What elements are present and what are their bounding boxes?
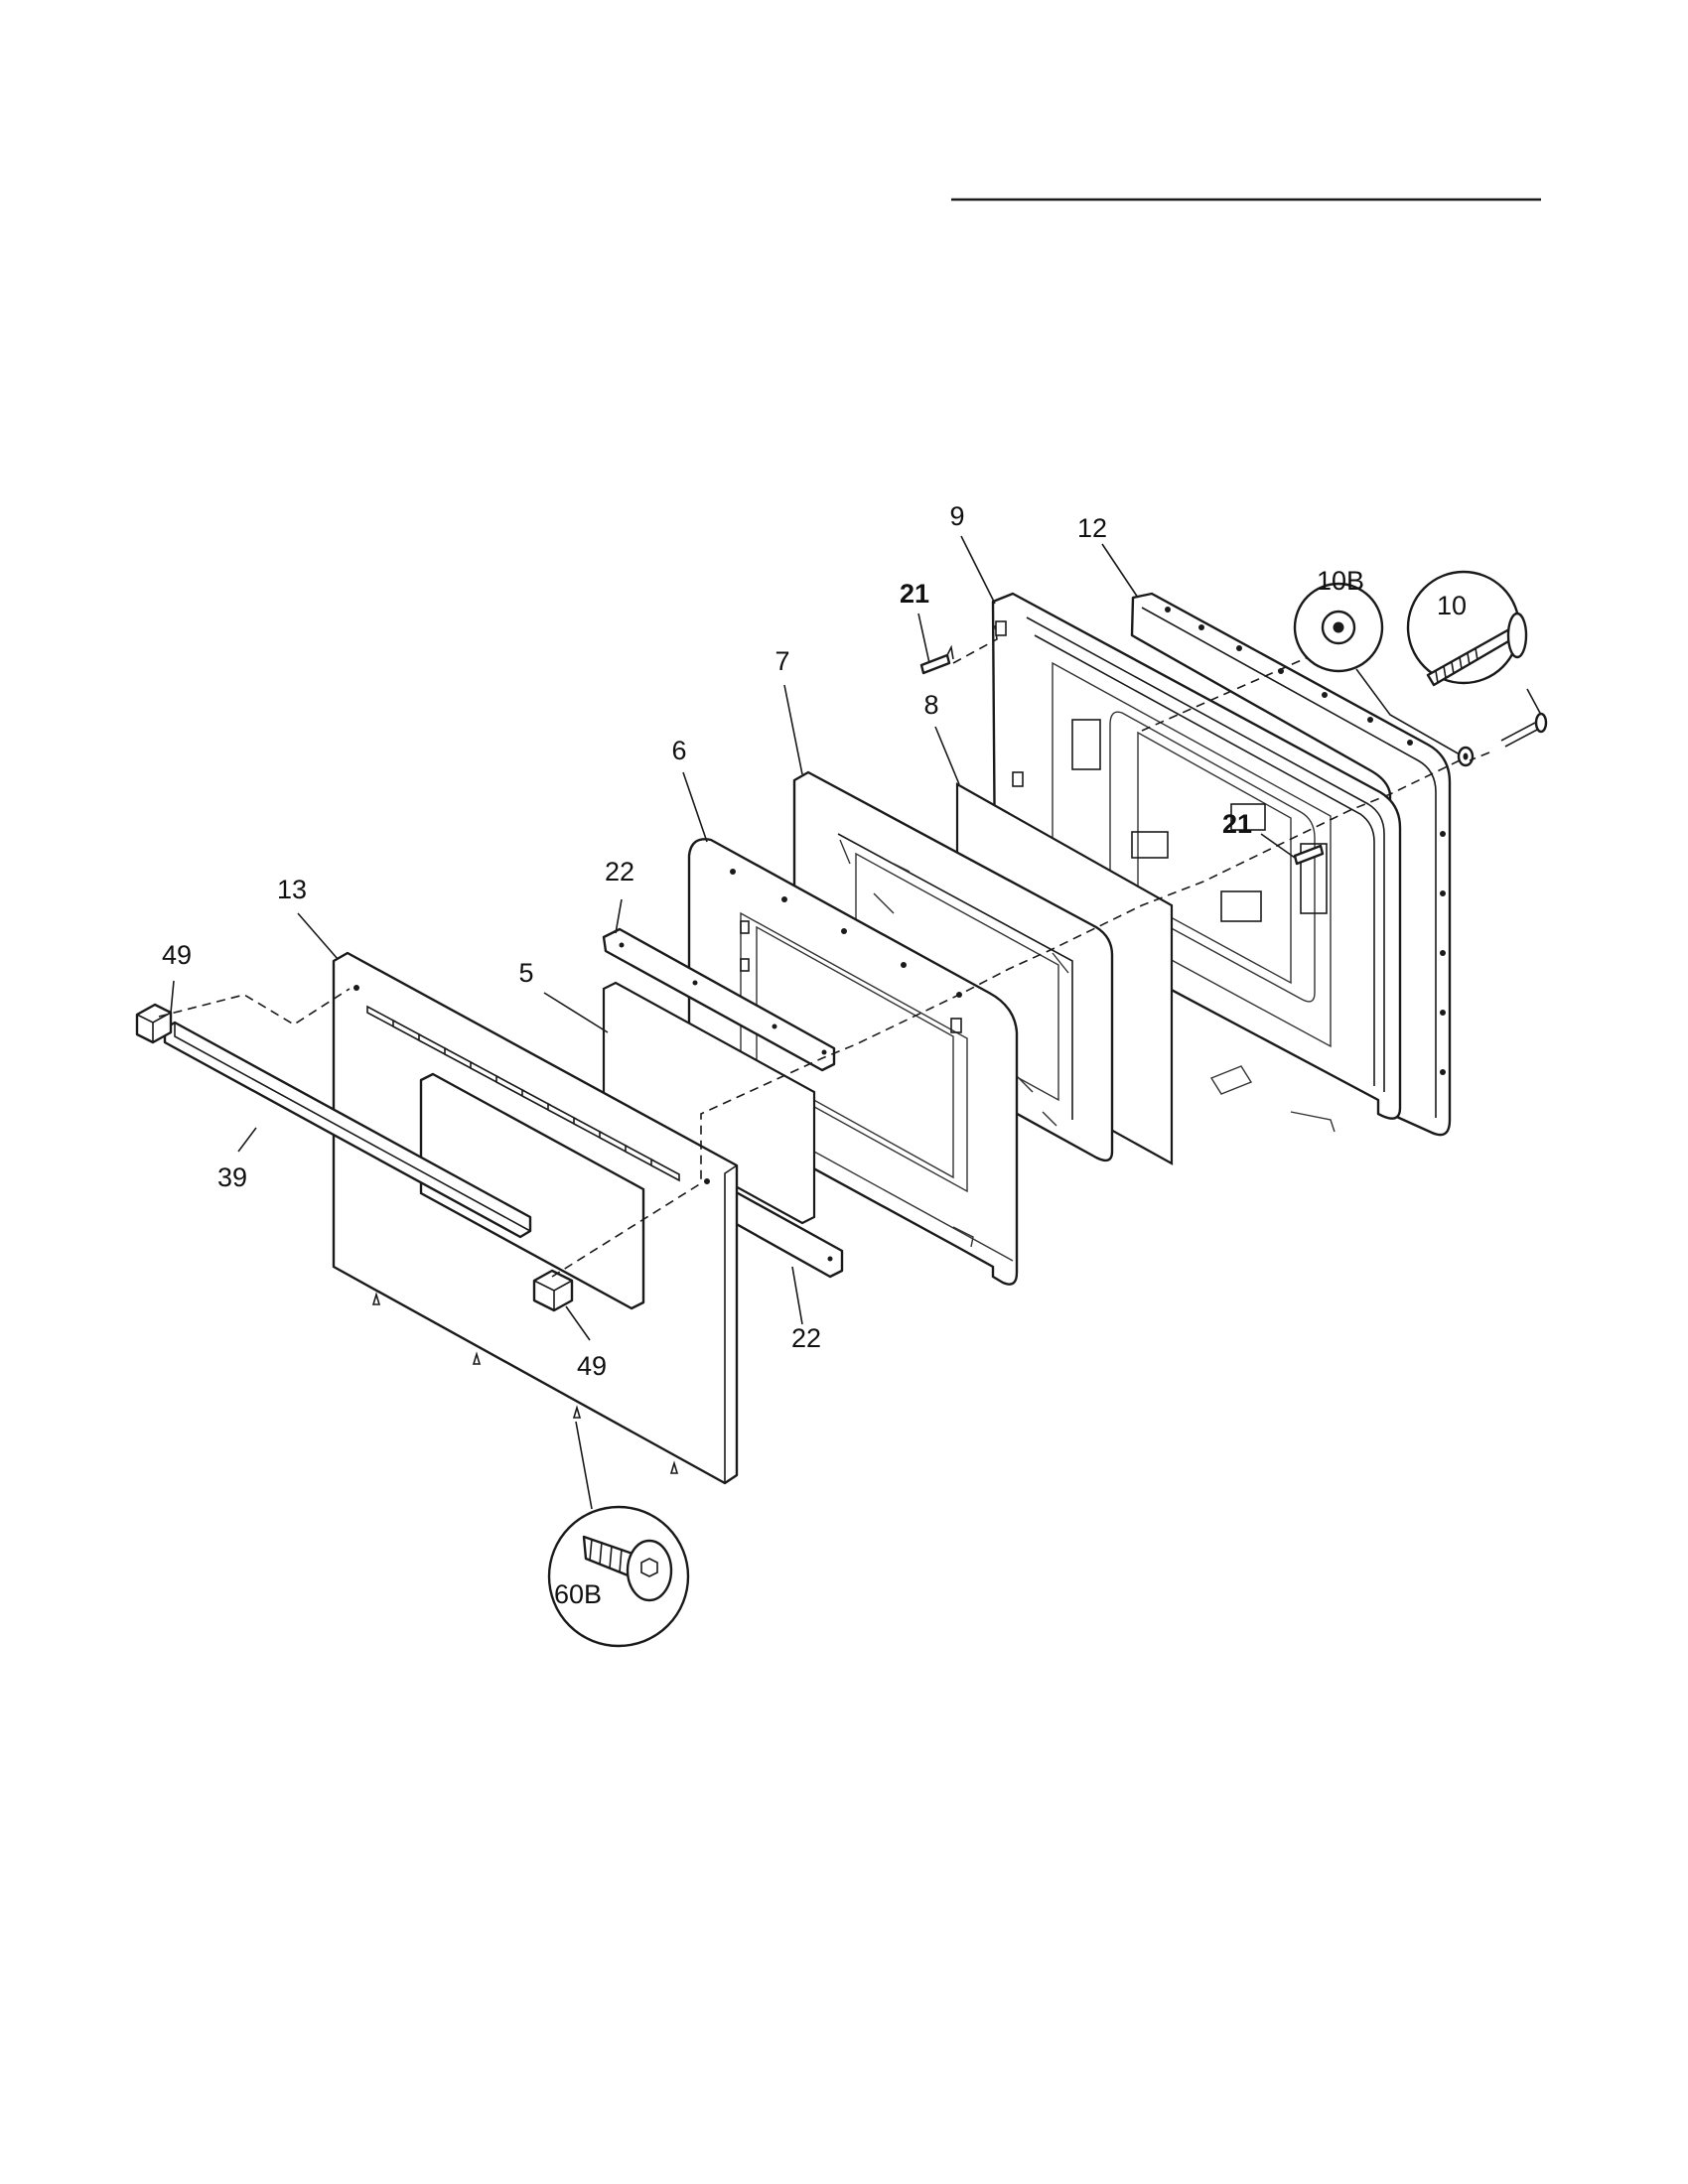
- part-49-bottom-end-cap: [532, 1269, 574, 1312]
- callout-49-bottom: 49: [577, 1351, 607, 1381]
- callout-49-left: 49: [162, 940, 192, 970]
- alignment-lines: [158, 624, 1490, 1278]
- vent-slot-row: [366, 1005, 680, 1182]
- part-22-top-trim-strip: [602, 927, 836, 1072]
- leader-lines: [170, 535, 1542, 1510]
- screw-detail-icon: [547, 1505, 690, 1648]
- callout-12: 12: [1077, 513, 1107, 543]
- part-10b-washer-small: [1457, 746, 1475, 767]
- part-10-bolt-small: [1500, 712, 1548, 748]
- part-13-outer-door-panel: [332, 951, 739, 1485]
- part-49-left-end-cap: [135, 1003, 173, 1044]
- callout-22-bottom: 22: [791, 1323, 821, 1353]
- callout-9: 9: [949, 501, 964, 531]
- callout-labels: 9 12 21 10B 10 7 8 6 21 22 13 5 49 39 22…: [162, 501, 1467, 1609]
- callout-5: 5: [518, 958, 533, 988]
- callout-39: 39: [217, 1162, 247, 1192]
- part-21-top-hinge-clip: [919, 644, 954, 675]
- part-21-right-hinge-clip: [1293, 844, 1325, 866]
- part-12-door-liner: [1130, 592, 1452, 1137]
- screw-icon: [371, 1292, 679, 1474]
- callout-10: 10: [1437, 591, 1467, 620]
- callout-60b: 60B: [554, 1579, 602, 1609]
- callout-13: 13: [277, 875, 307, 904]
- part-39-bottom-trim-bar: [163, 1021, 532, 1239]
- callout-22-top: 22: [605, 857, 634, 887]
- washer-icon: [1293, 582, 1384, 673]
- callout-7: 7: [774, 646, 789, 676]
- callout-8: 8: [923, 690, 938, 720]
- bolt-icon: [1406, 570, 1528, 687]
- callout-21-top: 21: [900, 579, 929, 609]
- callout-6: 6: [671, 736, 686, 765]
- callout-10b: 10B: [1317, 566, 1364, 596]
- part-9-inner-door-frame: [991, 592, 1402, 1133]
- callout-21-right: 21: [1222, 809, 1252, 839]
